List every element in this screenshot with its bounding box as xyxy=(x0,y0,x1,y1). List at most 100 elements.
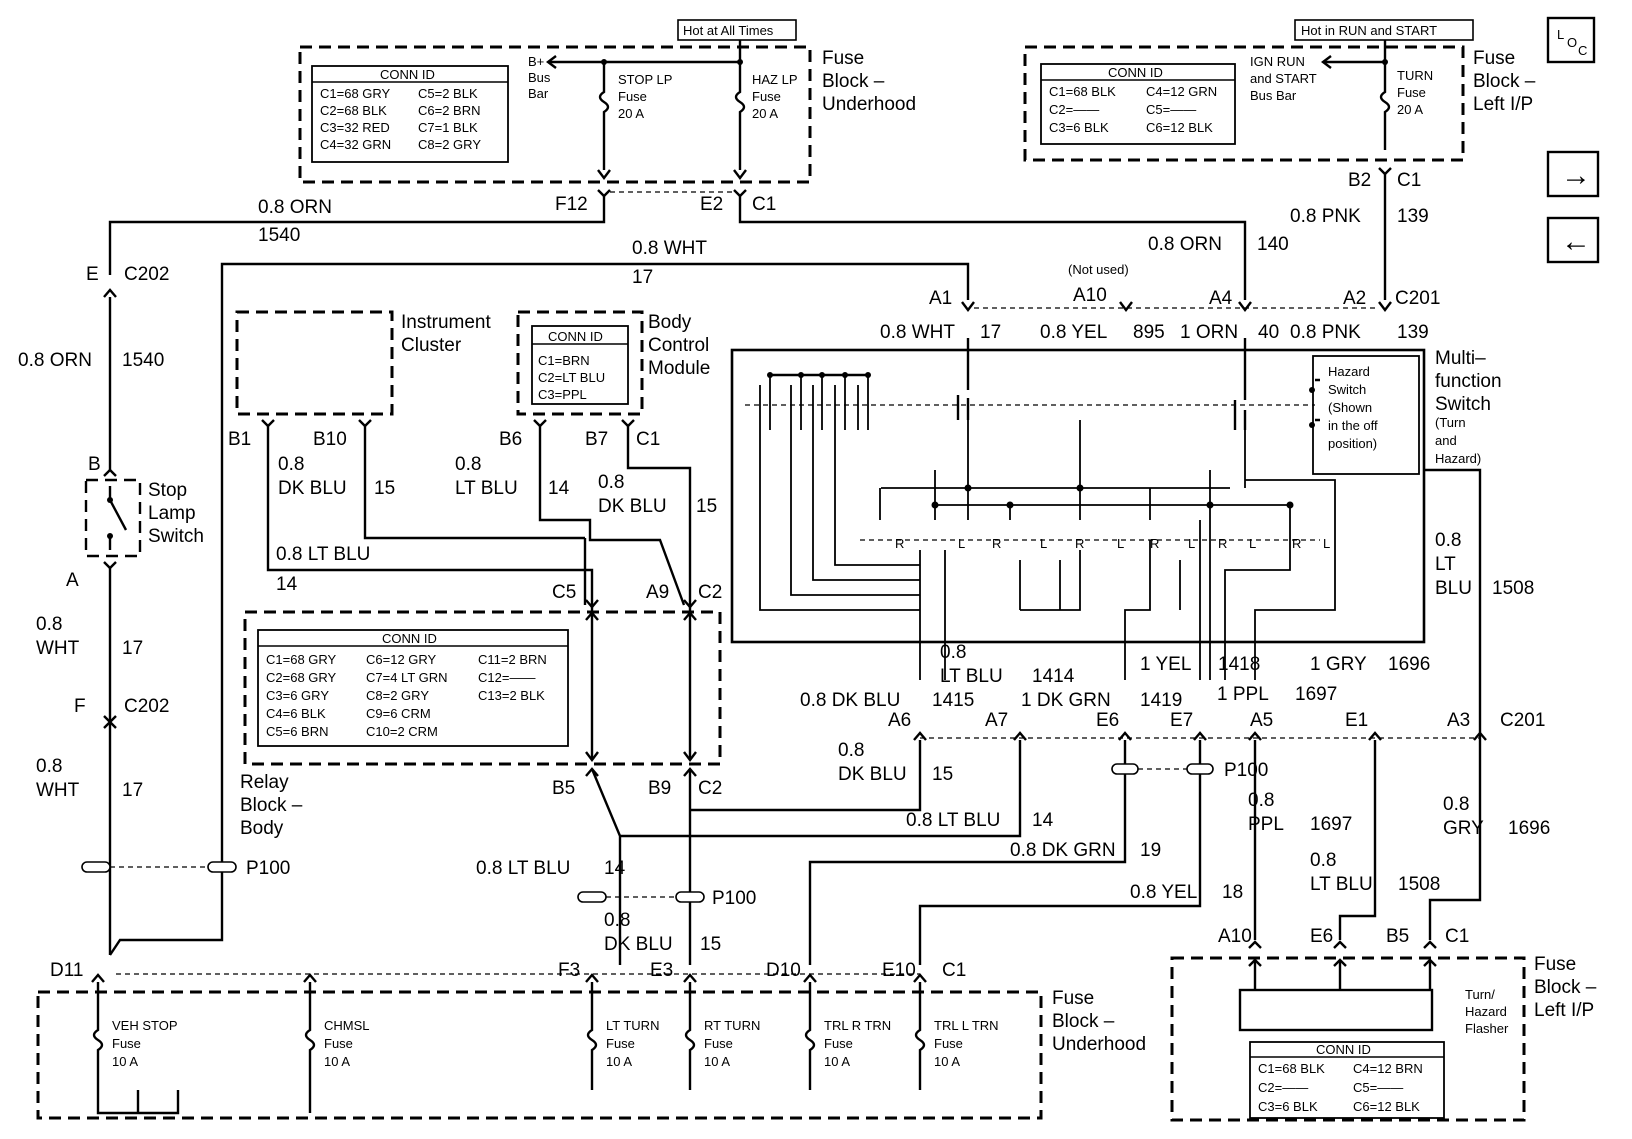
fuse-block-left-ip-title: Fuse xyxy=(1473,48,1515,69)
conn-id-table: CONN ID C1=68 GRY C2=68 BLK C3=32 RED C4… xyxy=(311,65,509,163)
conn-entry: C6=12 GRY xyxy=(366,652,437,667)
pin-c1-bottom: C1 xyxy=(1445,926,1469,947)
wire-1415-label: 0.8 DK BLU xyxy=(800,690,900,711)
underhood-fuse-block-bottom: D11 F3 E3 D10 E10 C1 Fuse Block – Underh… xyxy=(36,960,1146,1120)
msw-17: 17 xyxy=(980,322,1001,343)
conn-entry: C4=12 BRN xyxy=(1353,1061,1423,1076)
pin-a5: A5 xyxy=(1250,710,1273,731)
conn-id-header: CONN ID xyxy=(382,631,437,646)
flasher-label: Turn/ xyxy=(1465,987,1495,1002)
circuit-1419: 1419 xyxy=(1140,690,1182,711)
fuse-label: RT TURN xyxy=(704,1018,760,1033)
circuit-1414: 1414 xyxy=(1032,666,1075,687)
conn-entry: C3=6 GRY xyxy=(266,688,329,703)
pin-a7: A7 xyxy=(985,710,1008,731)
circuit-1697b: 1697 xyxy=(1310,814,1352,835)
conn-entry: C5=6 BRN xyxy=(266,724,329,739)
pin-e2: E2 xyxy=(700,194,723,215)
wire-dkblu-b: DK BLU xyxy=(598,496,667,517)
stop-lp-label: STOP LP xyxy=(618,72,672,87)
pin-a4: A4 xyxy=(1209,288,1233,309)
pin-b10: B10 xyxy=(313,429,347,450)
pin-c202-f: C202 xyxy=(124,696,169,717)
wire-ltblu-low: 0.8 xyxy=(1310,850,1336,871)
pin-c1-b2: C1 xyxy=(1397,170,1421,191)
wire-ltblu-a: LT BLU xyxy=(455,478,518,499)
fuse-block-title-2: Block – xyxy=(822,71,885,92)
switch-contact-letter: R xyxy=(992,536,1001,551)
fuse-label: 10 A xyxy=(704,1054,730,1069)
msw-139: 139 xyxy=(1397,322,1429,343)
wire-1696-label: 1 GRY xyxy=(1310,654,1367,675)
conn-entry: C3=32 RED xyxy=(320,120,390,135)
wire-orn-label: 0.8 ORN xyxy=(258,197,332,218)
pin-e6-bottom: E6 xyxy=(1310,926,1333,947)
pin-b5-bottom: B5 xyxy=(1386,926,1409,947)
haz-lp-fuse-icon xyxy=(734,62,746,170)
fuse-block-left-ip-bottom-title: Block – xyxy=(1534,977,1597,998)
p100-label: P100 xyxy=(1224,760,1268,781)
multifunction-sub: Hazard) xyxy=(1435,451,1481,466)
stop-lamp-title: Stop xyxy=(148,480,187,501)
wire-ltblu-low: LT BLU xyxy=(1310,874,1373,895)
msw-wht: 0.8 WHT xyxy=(880,322,955,343)
wire-1414-label: LT BLU xyxy=(940,666,1003,687)
loc-o: O xyxy=(1567,35,1577,50)
wire-ltblu-c: 0.8 LT BLU xyxy=(276,544,370,565)
conn-entry: C2=68 GRY xyxy=(266,670,337,685)
pin-e10: E10 xyxy=(882,960,916,981)
fuse-block-title-3: Underhood xyxy=(822,94,916,115)
conn-id-header: CONN ID xyxy=(1316,1042,1371,1057)
wire-1414-label: 0.8 xyxy=(940,642,966,663)
circuit-14d: 14 xyxy=(1032,810,1054,831)
fuse-block-left-ip-title: Block – xyxy=(1473,71,1536,92)
previous-page-button[interactable]: ← xyxy=(1546,216,1600,264)
conn-id-header: CONN ID xyxy=(380,67,435,82)
wire-dkblu-15c: 0.8 xyxy=(838,740,864,761)
conn-entry: C3=6 BLK xyxy=(1049,120,1109,135)
fuse-label: 10 A xyxy=(324,1054,350,1069)
switch-contact-letter: R xyxy=(1292,536,1301,551)
pin-e1: E1 xyxy=(1345,710,1368,731)
relay-block-title: Body xyxy=(240,818,284,839)
pin-c1-bcm: C1 xyxy=(636,429,660,450)
conn-entry: C1=68 BLK xyxy=(1258,1061,1325,1076)
ign-run-label: Bus Bar xyxy=(1250,88,1297,103)
conn-entry: C6=12 BLK xyxy=(1146,120,1213,135)
conn-entry: C4=12 GRN xyxy=(1146,84,1217,99)
bcm-title: Body xyxy=(648,312,692,333)
conn-entry: C7=4 LT GRN xyxy=(366,670,448,685)
circuit-15e: 15 xyxy=(700,934,721,955)
wire-1697-label: 1 PPL xyxy=(1217,684,1269,705)
fuse-label: CHMSL xyxy=(324,1018,370,1033)
wire-ppl-low: 0.8 xyxy=(1248,790,1274,811)
msw-orn: 1 ORN xyxy=(1180,322,1238,343)
left-ip-fuse-block-bottom: A10 E6 B5 C1 Fuse Block – Left I/P Turn/… xyxy=(1170,926,1597,1122)
wire-wht-a: 0.8 xyxy=(36,614,62,635)
circuit-1697: 1697 xyxy=(1295,684,1337,705)
next-page-button[interactable]: → xyxy=(1546,150,1600,198)
stop-lp-label: 20 A xyxy=(618,106,644,121)
wire-yel-18: 0.8 YEL xyxy=(1130,882,1197,903)
loc-icon[interactable]: L O C xyxy=(1546,16,1596,64)
p100-right: P100 xyxy=(1111,760,1268,781)
switch-contact-letter: L xyxy=(1188,536,1195,551)
conn-entry: C13=2 BLK xyxy=(478,688,545,703)
pin-c1-bottom-left: C1 xyxy=(942,960,966,981)
instrument-cluster-title: Cluster xyxy=(401,335,462,356)
pin-e6: E6 xyxy=(1096,710,1119,731)
wire-dkblu-15e: 0.8 xyxy=(604,910,630,931)
switch-contact-letter: L xyxy=(1249,536,1256,551)
circuit-1540-left: 1540 xyxy=(122,350,164,371)
wire-pnk-label: 0.8 PNK xyxy=(1290,206,1361,227)
bplus-label: Bar xyxy=(528,86,549,101)
circuit-14a: 14 xyxy=(548,478,570,499)
loc-c: C xyxy=(1578,43,1587,58)
switch-contact-letter: R xyxy=(1075,536,1084,551)
ign-run-label: IGN RUN xyxy=(1250,54,1305,69)
fuse-label: VEH STOP xyxy=(112,1018,178,1033)
msw-40: 40 xyxy=(1258,322,1279,343)
conn-entry: C5=—— xyxy=(1353,1080,1403,1095)
pin-e: E xyxy=(86,264,99,285)
body-control-module: Body Control Module CONN ID C1=BRN C2=LT… xyxy=(499,310,710,450)
